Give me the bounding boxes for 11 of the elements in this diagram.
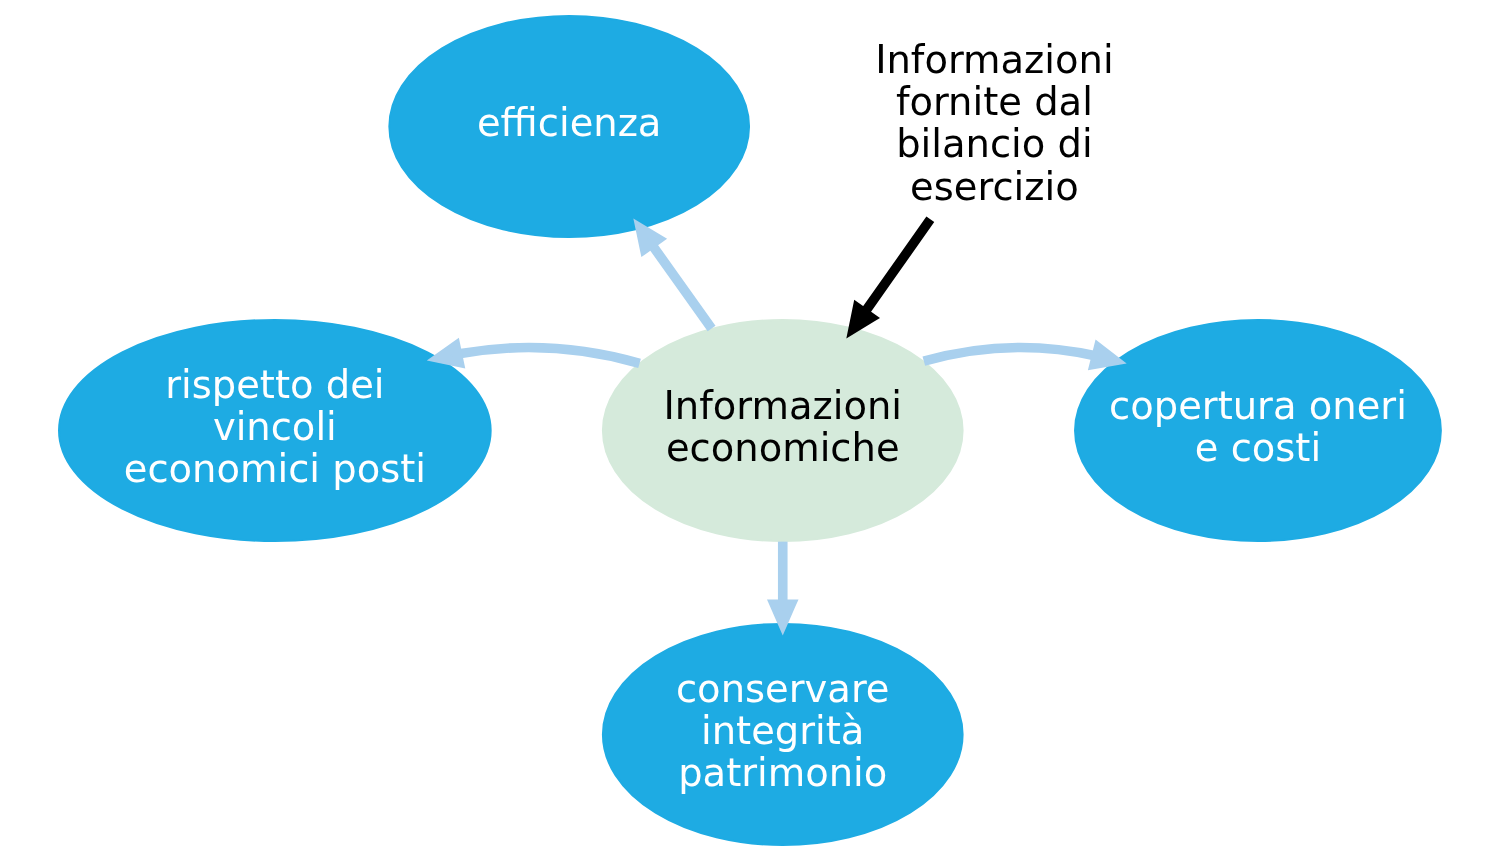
node-ellipse: rispetto dei vincoli economici posti: [57, 318, 492, 543]
node-ellipse: copertura oneri e costi: [1073, 318, 1442, 543]
node-ellipse: efficienza: [387, 14, 750, 239]
node-text: Informazioni fornite dal bilancio di esercizio: [874, 36, 1114, 209]
arrow: [922, 339, 1127, 371]
arrow: [845, 216, 934, 339]
arrow: [426, 337, 641, 369]
node-ellipse: conservare integrità patrimonio: [601, 622, 964, 847]
arrow: [766, 541, 799, 636]
node-ellipse: Informazioni economiche: [601, 318, 964, 543]
arrow: [632, 218, 715, 332]
